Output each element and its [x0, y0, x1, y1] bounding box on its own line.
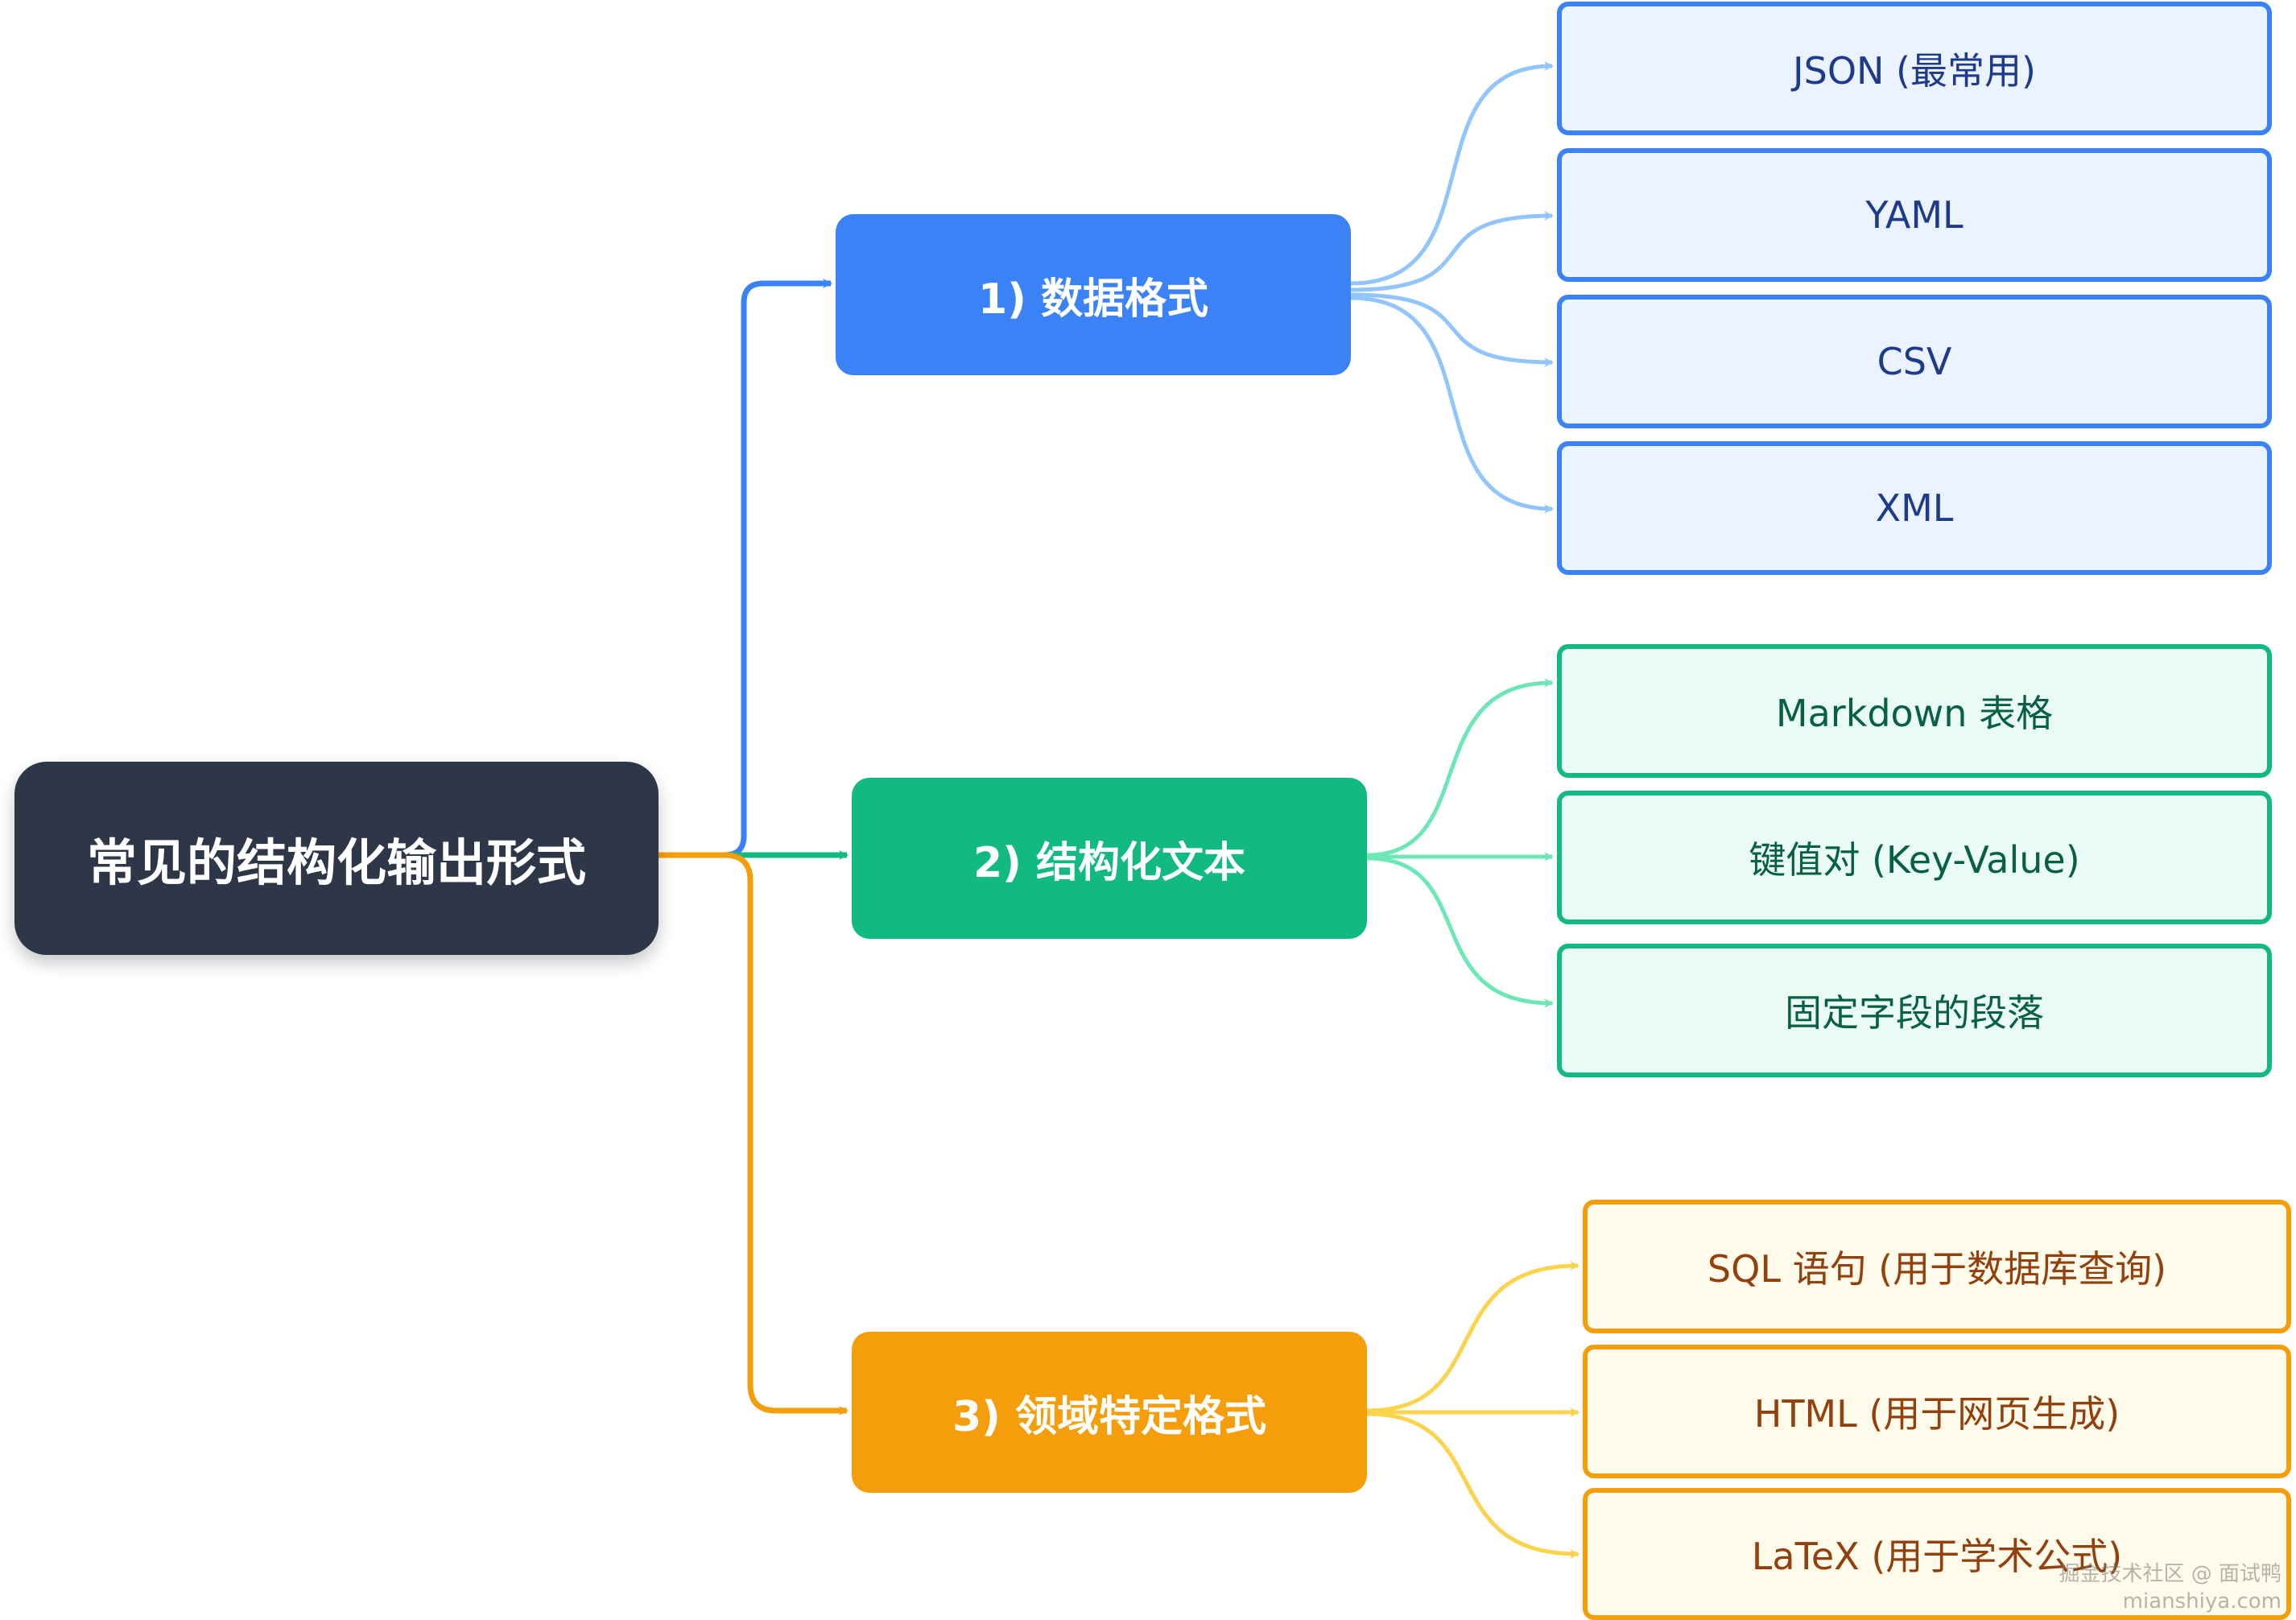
category-structured-text-label: 2) 结构化文本 — [972, 838, 1246, 887]
edge-structured-text-to-fixed-fields — [1366, 856, 1554, 1008]
category-data-formats-label: 1) 数据格式 — [977, 275, 1209, 324]
leaf-latex-label: LaTeX (用于学术公式) — [1751, 1535, 2123, 1578]
edge-data-formats-to-yaml — [1350, 211, 1554, 292]
edge-domain-formats-to-latex — [1366, 1411, 1580, 1559]
leaf-xml: XML — [1557, 441, 2272, 575]
leaf-fixed-fields: 固定字段的段落 — [1557, 944, 2272, 1077]
leaf-json-label: JSON (最常用) — [1793, 49, 2036, 93]
watermark: 掘金技术社区 @ 面试鸭 mianshiya.com — [2059, 1560, 2282, 1615]
leaf-xml-label: XML — [1875, 486, 1954, 530]
leaf-csv-label: CSV — [1877, 340, 1952, 383]
category-domain-formats-label: 3) 领域特定格式 — [952, 1392, 1267, 1441]
category-structured-text: 2) 结构化文本 — [852, 778, 1367, 939]
leaf-markdown-table: Markdown 表格 — [1557, 644, 2272, 778]
leaf-sql-label: SQL 语句 (用于数据库查询) — [1707, 1247, 2167, 1291]
leaf-markdown-table-label: Markdown 表格 — [1775, 692, 2054, 735]
leaf-html: HTML (用于网页生成) — [1583, 1345, 2291, 1478]
leaf-json: JSON (最常用) — [1557, 2, 2272, 135]
edge-structured-text-to-markdown — [1366, 678, 1554, 858]
watermark-line-1: 掘金技术社区 @ 面试鸭 — [2059, 1562, 2282, 1586]
leaf-key-value-label: 键值对 (Key-Value) — [1749, 838, 2080, 882]
leaf-latex: LaTeX (用于学术公式) — [1583, 1488, 2291, 1620]
leaf-fixed-fields-label: 固定字段的段落 — [1785, 991, 2044, 1035]
root-label: 常见的结构化输出形式 — [86, 833, 586, 892]
edge-data-formats-to-xml — [1350, 295, 1554, 514]
leaf-sql: SQL 语句 (用于数据库查询) — [1583, 1200, 2291, 1333]
category-data-formats: 1) 数据格式 — [836, 214, 1351, 375]
leaf-yaml: YAML — [1557, 148, 2272, 282]
edge-data-formats-to-json — [1350, 61, 1554, 286]
edge-domain-formats-to-sql — [1366, 1261, 1580, 1413]
leaf-html-label: HTML (用于网页生成) — [1753, 1392, 2120, 1436]
leaf-key-value: 键值对 (Key-Value) — [1557, 791, 2272, 924]
leaf-yaml-label: YAML — [1865, 193, 1964, 237]
root-node: 常见的结构化输出形式 — [14, 762, 659, 955]
watermark-line-2: mianshiya.com — [2122, 1589, 2282, 1614]
category-domain-formats: 3) 领域特定格式 — [852, 1332, 1367, 1493]
edge-root-to-domain-formats — [659, 852, 849, 1415]
edge-data-formats-to-csv — [1350, 292, 1554, 367]
leaf-csv: CSV — [1557, 295, 2272, 428]
edge-root-to-data-formats — [659, 279, 832, 858]
